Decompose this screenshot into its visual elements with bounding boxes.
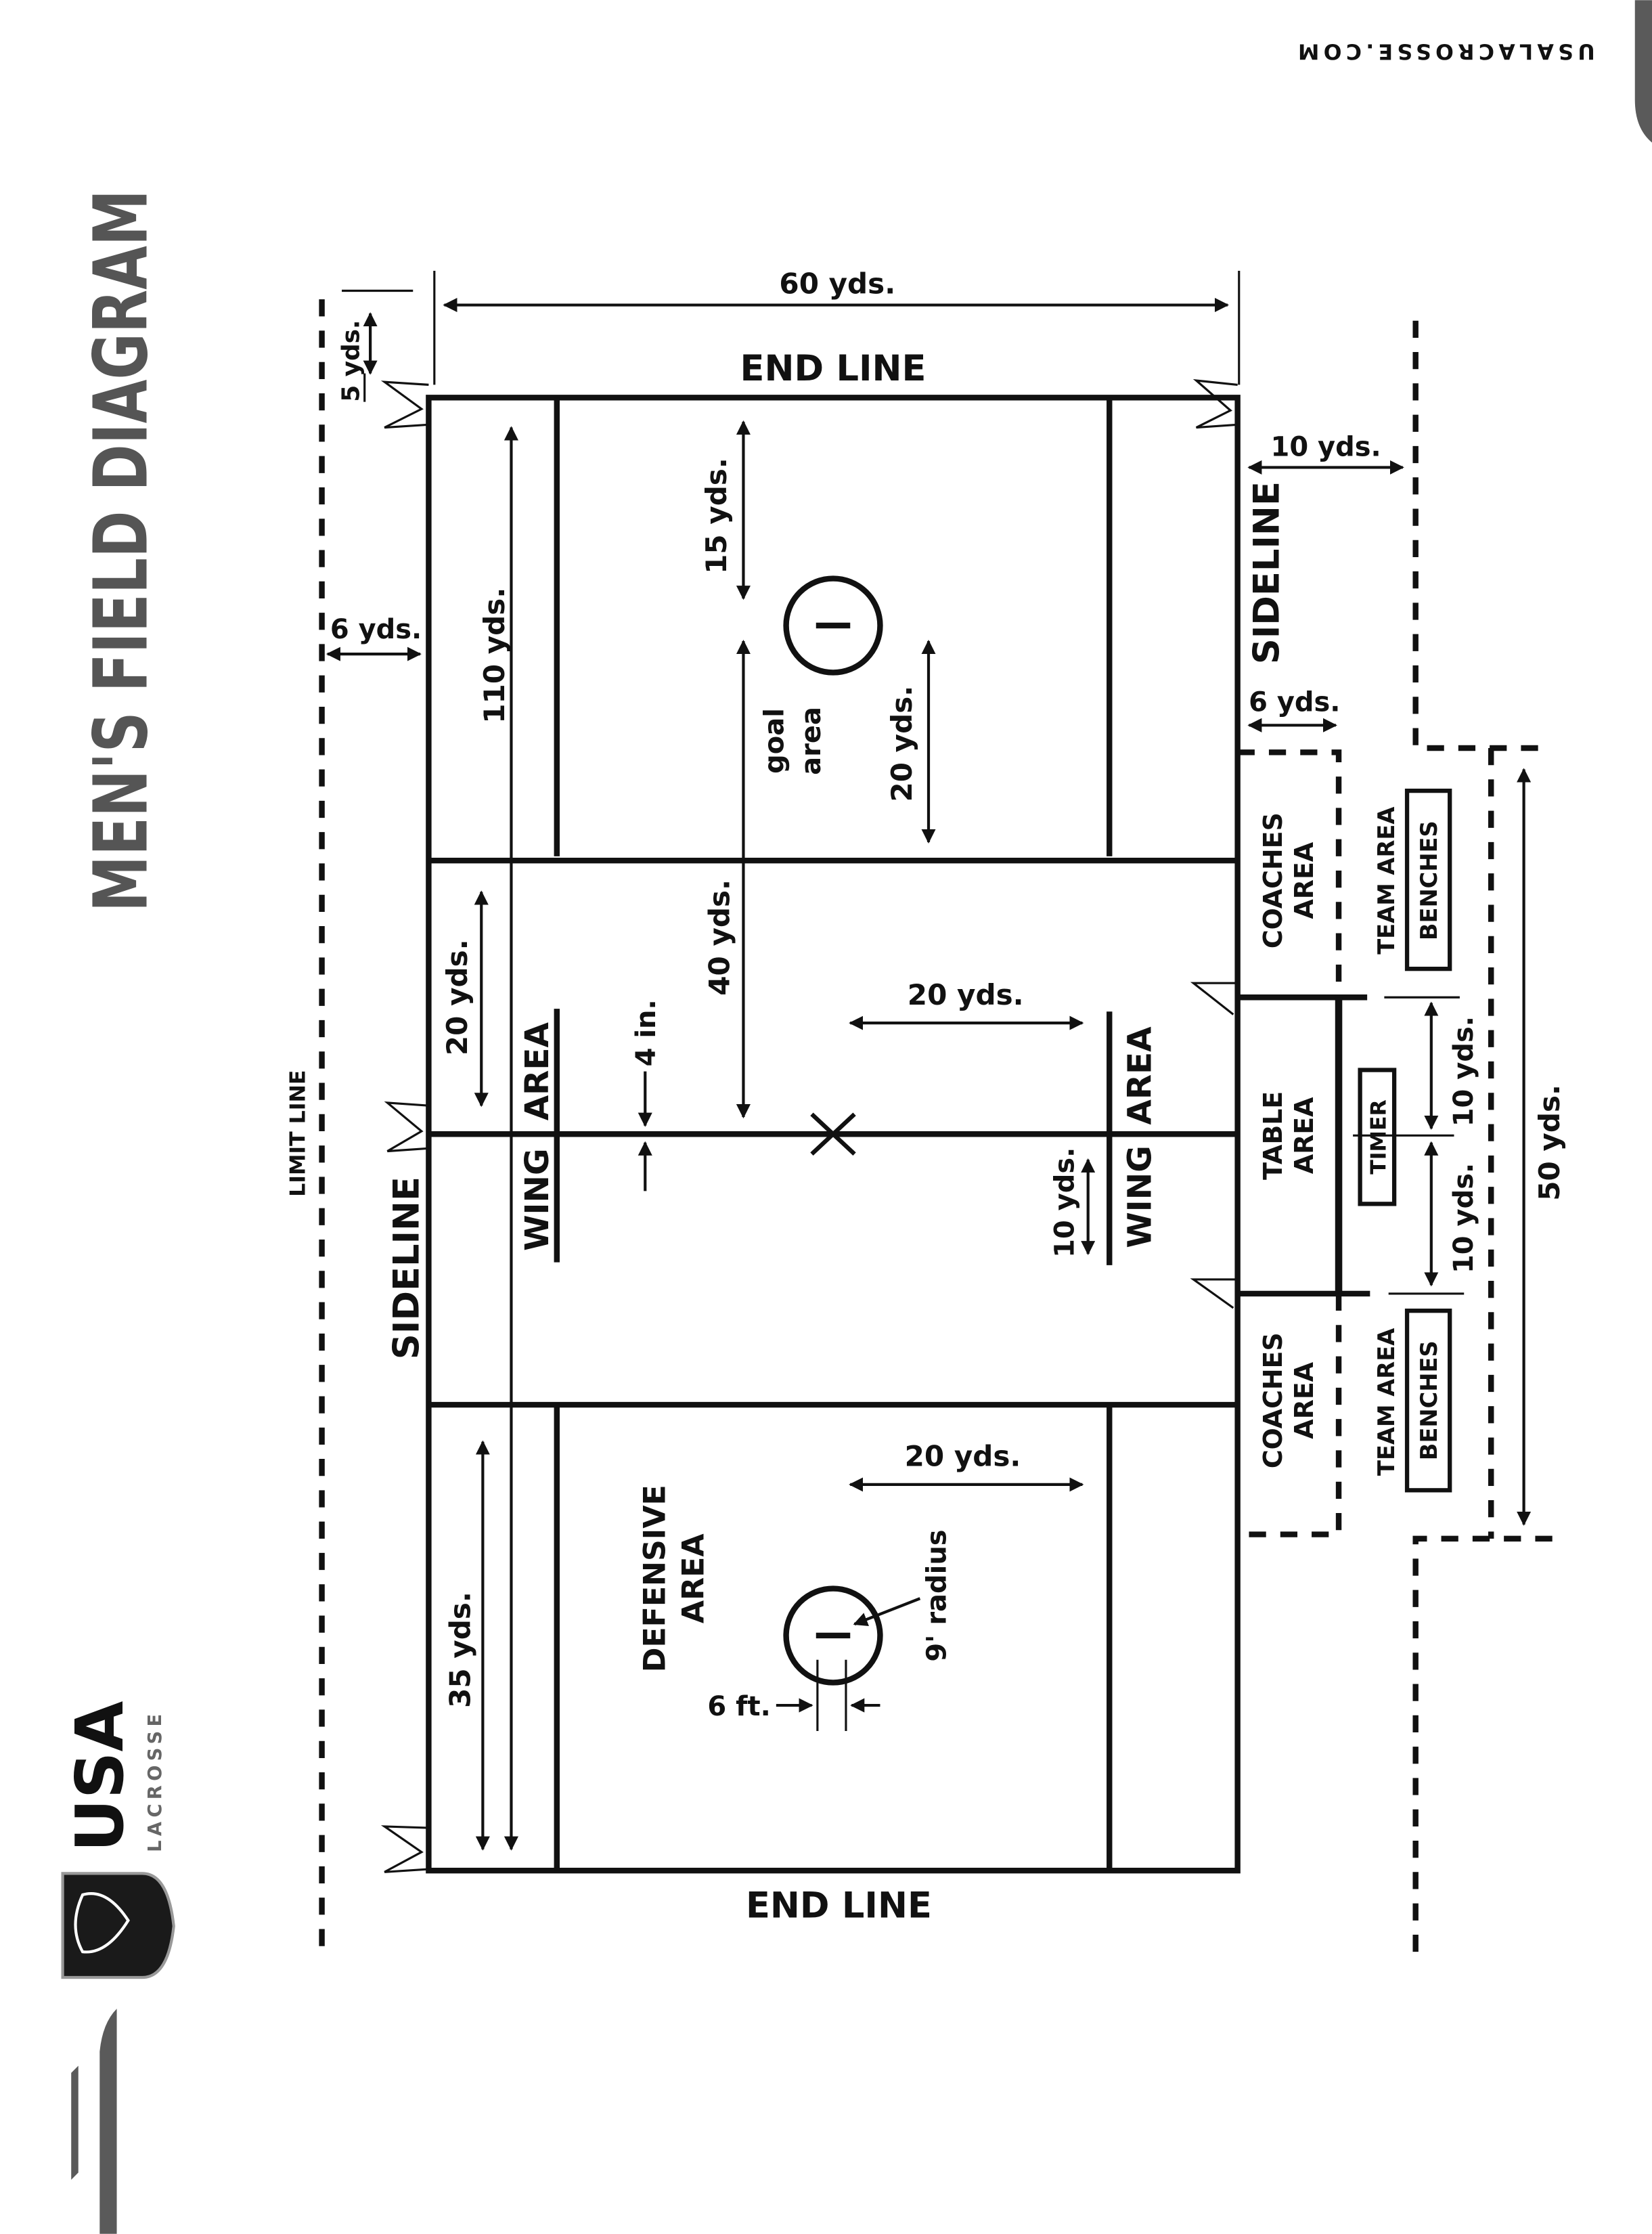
team-area-top: TEAM AREA (1373, 807, 1400, 955)
benches-top: BENCHES (1416, 820, 1442, 940)
dim-20-yds-goal: 20 yds. (885, 686, 918, 802)
pointer-arrows (638, 1071, 921, 1713)
dim-10-yds-wing: 10 yds. (1050, 1147, 1081, 1258)
dim-60-yds: 60 yds. (779, 267, 895, 301)
dim-110-yds: 110 yds. (478, 588, 511, 724)
end-line-bottom: END LINE (746, 1885, 932, 1927)
dim-50-yds: 50 yds. (1533, 1085, 1566, 1201)
table-guides (1353, 996, 1465, 1295)
benches-box-top (1404, 788, 1452, 971)
dim-20-yds-wing: 20 yds. (908, 978, 1024, 1011)
wing-area-left-1: AREA (518, 1022, 556, 1121)
logo-word: USA (62, 1701, 138, 1852)
accent-bar-small (71, 2065, 79, 2180)
dim-20-yds-defense: 20 yds. (905, 1440, 1021, 1473)
extension-lines (342, 271, 1241, 402)
benches-bottom: BENCHES (1416, 1340, 1442, 1460)
logo-sub: LACROSSE (145, 1710, 166, 1852)
dim-10-yds-table-2: 10 yds. (1448, 1163, 1479, 1273)
end-line-top: END LINE (740, 348, 927, 389)
wing-area-right-1: AREA (1121, 1026, 1159, 1125)
coaches-area-top-1: COACHES (1258, 812, 1288, 948)
goal-crease-top (783, 575, 883, 676)
dim-10-yds-table-1: 10 yds. (1448, 1016, 1479, 1126)
goal-area-label-2: area (796, 707, 827, 775)
accent-bar (99, 2009, 117, 2234)
dim-35-yds: 35 yds. (443, 1592, 476, 1708)
coaches-area-boundaries (1237, 749, 1342, 1537)
benches-box-bottom (1404, 1309, 1452, 1493)
corner-flags (380, 378, 1238, 1873)
dim-10-yds-bench: 10 yds. (1271, 432, 1381, 463)
dim-5-yds: 5 yds. (337, 320, 365, 401)
team-area-bottom: TEAM AREA (1373, 1328, 1400, 1476)
dim-6-yds-left: 6 yds. (330, 614, 422, 645)
dim-9-radius: 9' radius (921, 1529, 952, 1661)
limit-line-label: LIMIT LINE (286, 1070, 310, 1197)
dim-6-yds-coach: 6 yds. (1249, 686, 1340, 718)
dim-6-ft: 6 ft. (707, 1691, 770, 1722)
dim-15-yds: 15 yds. (700, 458, 733, 574)
goal-crease-bottom (783, 1585, 883, 1731)
dim-4-in: 4 in. (631, 999, 662, 1066)
dimension-arrows (326, 298, 1532, 1851)
table-area (1237, 994, 1370, 1297)
timer-box (1358, 1068, 1397, 1206)
corner-tab (1634, 0, 1652, 143)
dim-40-yds: 40 yds. (702, 879, 736, 996)
limit-line-right (1412, 320, 1553, 1959)
coaches-area-top-2: AREA (1289, 841, 1319, 919)
wing-area-left-2: WING (518, 1148, 556, 1251)
table-area-2: AREA (1289, 1097, 1319, 1174)
goal-area-label-1: goal (759, 708, 790, 774)
timer-label: TIMER (1366, 1099, 1391, 1175)
coaches-area-bottom-1: COACHES (1258, 1332, 1288, 1468)
wing-area-right-2: WING (1121, 1145, 1159, 1248)
dim-20-yds-wing-depth: 20 yds. (441, 939, 474, 1055)
sideline-right: SIDELINE (1247, 481, 1288, 664)
page-title: MEN'S FIELD DIAGRAM (78, 190, 164, 912)
defensive-area-2: AREA (677, 1533, 711, 1623)
table-area-1: TABLE (1258, 1091, 1288, 1180)
sideline-left: SIDELINE (386, 1177, 428, 1359)
usa-lacrosse-logo: USA LACROSSE (61, 1701, 175, 1979)
center-x-mark (810, 1112, 856, 1156)
defensive-area-1: DEFENSIVE (638, 1485, 673, 1672)
website-url: USALACROSSE.COM (1294, 39, 1595, 63)
coaches-area-bottom-2: AREA (1289, 1361, 1319, 1439)
